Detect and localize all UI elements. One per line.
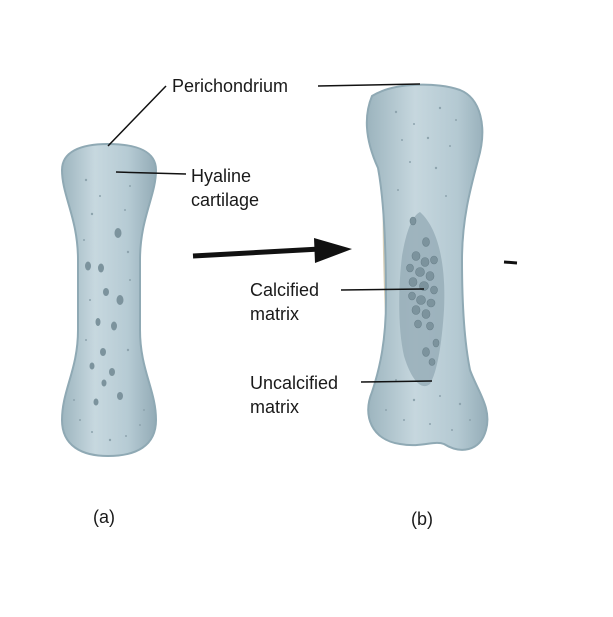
perichondrium-leader-a <box>107 85 167 147</box>
matrix-speckles-b <box>385 106 471 431</box>
uncalcified-label-line1: Uncalcified <box>250 373 338 393</box>
hyaline-label-line1: Hyaline <box>191 166 251 186</box>
uncalcified-label-line2: matrix <box>250 397 299 417</box>
panel-b-label: (b) <box>411 509 433 529</box>
calcified-cells-b <box>406 216 440 366</box>
panel-a-label: (a) <box>93 507 115 527</box>
hyaline-leader <box>115 171 187 175</box>
chondrocyte-cells-a <box>85 228 124 406</box>
edge-tick-mark <box>503 260 518 265</box>
arrow-right-icon <box>192 238 352 263</box>
calcified-leader <box>340 288 425 291</box>
hyaline-cartilage-shape <box>60 142 158 458</box>
cartilage-model-a <box>60 142 158 458</box>
hyaline-label-line2: cartilage <box>191 190 259 210</box>
uncalcified-leader <box>360 380 433 383</box>
calcified-label-line2: matrix <box>250 304 299 324</box>
cartilage-model-b <box>365 83 489 451</box>
perichondrium-leader-b <box>317 83 421 87</box>
calcified-label-line1: Calcified <box>250 280 319 300</box>
matrix-speckles-a <box>73 178 145 442</box>
perichondrium-label: Perichondrium <box>172 76 288 96</box>
leader-lines <box>107 83 433 383</box>
